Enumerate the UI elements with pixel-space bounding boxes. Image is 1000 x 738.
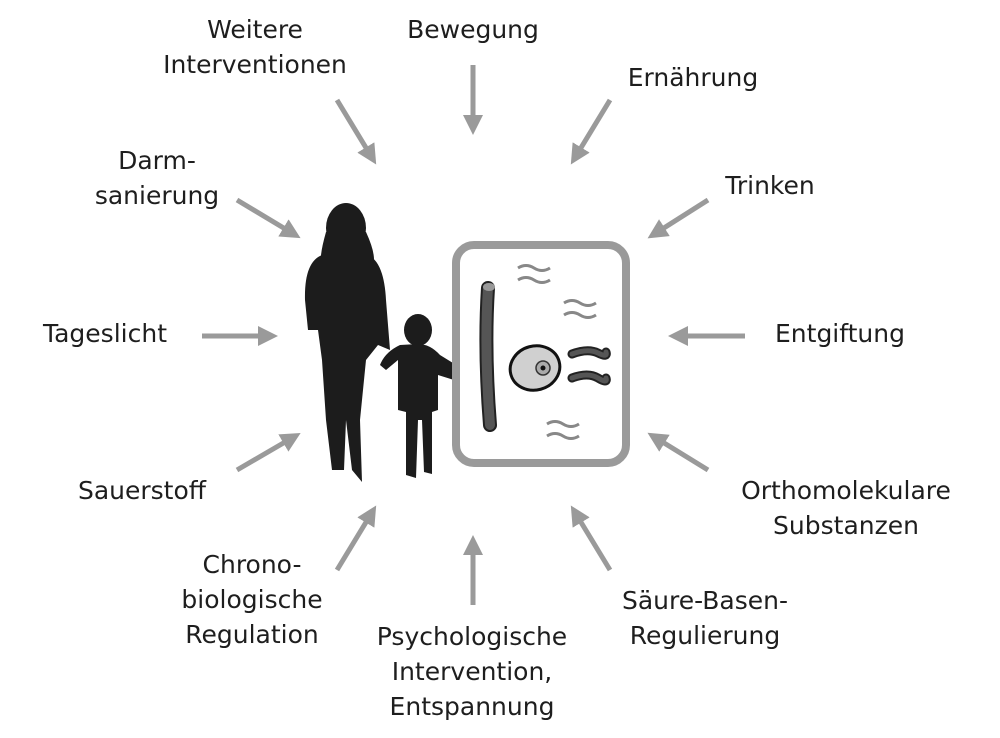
- label-line: Regulierung: [629, 621, 781, 650]
- label-bewegung: Bewegung: [313, 12, 633, 47]
- fluid-waves-icon: [517, 264, 597, 440]
- label-line: Darm-: [118, 146, 196, 175]
- fibers-inner: [569, 348, 609, 384]
- arrow-saeure: [570, 505, 613, 572]
- child-silhouette-icon: [380, 314, 474, 478]
- cell-icon: [508, 344, 562, 392]
- label-line: Intervention,: [391, 657, 553, 686]
- arrow-chrono: [334, 505, 377, 572]
- label-entgiftung: Entgiftung: [680, 316, 1000, 351]
- label-line: Entspannung: [389, 692, 555, 721]
- label-line: Trinken: [725, 171, 815, 200]
- arrow-trinken: [647, 197, 710, 239]
- label-sauerstoff: Sauerstoff: [0, 473, 302, 508]
- label-line: sanierung: [94, 181, 220, 210]
- label-trinken: Trinken: [610, 168, 930, 203]
- label-line: Sauerstoff: [77, 476, 207, 505]
- arrow-darm: [235, 197, 301, 239]
- arrow-ernaehrung: [570, 98, 613, 165]
- label-line: Chrono-: [202, 550, 302, 579]
- label-line: Psychologische: [376, 622, 568, 651]
- arrows: [202, 65, 745, 605]
- woman-silhouette-icon: [304, 203, 390, 482]
- label-line: Regulation: [185, 620, 319, 649]
- tissue-frame: [452, 241, 630, 467]
- label-tageslicht: Tageslicht: [0, 316, 265, 351]
- label-line: Bewegung: [407, 15, 539, 44]
- label-ernaehrung: Ernährung: [533, 60, 853, 95]
- arrow-sauerstoff: [235, 432, 301, 473]
- label-line: Orthomolekulare: [741, 476, 951, 505]
- label-line: Interventionen: [163, 50, 347, 79]
- label-line: Säure-Basen-: [621, 586, 788, 615]
- label-line: biologische: [181, 585, 323, 614]
- arrow-weitere: [334, 98, 377, 165]
- label-darmsanierung: Darm-sanierung: [0, 143, 317, 213]
- label-line: Substanzen: [773, 511, 919, 540]
- label-line: Entgiftung: [775, 319, 905, 348]
- label-line: Weitere: [207, 15, 303, 44]
- label-line: Ernährung: [627, 63, 759, 92]
- arrow-ortho: [647, 432, 710, 473]
- label-saeure-basen-regulierung: Säure-Basen- Regulierung: [545, 583, 865, 653]
- label-line: Tageslicht: [42, 319, 167, 348]
